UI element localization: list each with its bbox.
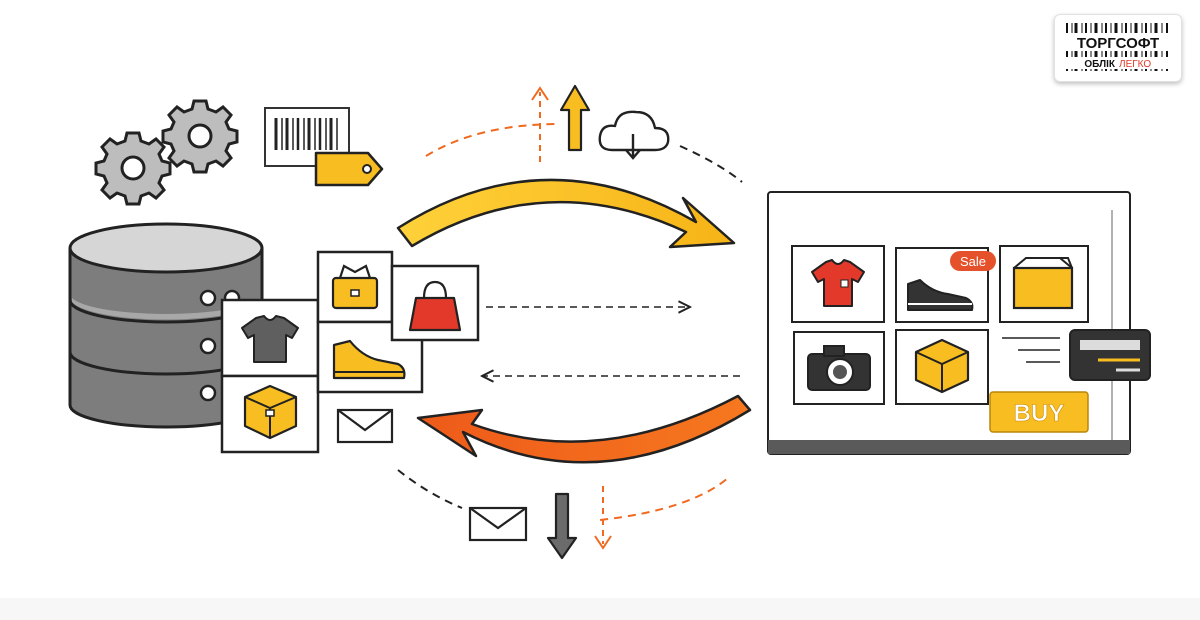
package-icon — [1012, 257, 1074, 310]
gift-box-icon — [331, 264, 379, 310]
sync-arrow-to-system — [416, 394, 752, 464]
tshirt-icon — [811, 259, 865, 307]
tshirt-icon — [241, 315, 299, 363]
price-tag-icon — [314, 151, 384, 187]
envelope-icon — [468, 506, 528, 542]
envelope-icon — [336, 408, 394, 444]
dashed-arc-top-dark — [679, 145, 743, 183]
product-tile-bag — [390, 264, 480, 342]
logo-brand-text: ТОРГСОФТ — [1077, 35, 1159, 52]
buy-button[interactable]: BUY — [989, 391, 1089, 433]
product-tile-tshirt — [220, 298, 320, 378]
product-tile-gift — [316, 250, 394, 324]
download-arrow — [546, 492, 578, 560]
barcode-icon — [264, 107, 350, 167]
buy-button-label: BUY — [1014, 400, 1065, 427]
store-tile-box[interactable] — [999, 245, 1089, 323]
sale-badge-label: Sale — [960, 254, 986, 269]
package-icon — [243, 384, 298, 440]
logo-tagline-left: ОБЛІК — [1084, 59, 1116, 70]
store-tile-tshirt[interactable] — [791, 245, 885, 323]
sneaker-icon — [332, 339, 406, 380]
sale-badge: Sale — [950, 251, 996, 271]
checkout-lines — [1002, 337, 1060, 363]
dashed-up-arrow — [531, 86, 549, 162]
sneaker-icon — [907, 279, 974, 311]
dashed-down-arrow — [594, 486, 612, 550]
dashed-arc-bottom-dark — [397, 469, 463, 509]
upload-arrow — [559, 84, 591, 152]
product-tile-package — [220, 374, 320, 454]
credit-card-icon — [1069, 329, 1151, 381]
gear-icon — [94, 131, 172, 206]
footer-strip — [0, 598, 1200, 620]
sync-arrow-to-store — [396, 178, 736, 249]
dashed-arc-bottom-orange — [599, 477, 729, 521]
cloud-download-icon — [598, 110, 670, 160]
store-tile-package[interactable] — [895, 329, 989, 405]
logo-tagline-right: ЛЕГКО — [1119, 59, 1151, 70]
database-icon — [68, 222, 264, 429]
gear-icon — [161, 99, 239, 174]
package-icon — [914, 338, 970, 394]
brand-logo: ТОРГСОФТ ОБЛІК ЛЕГКО — [1054, 14, 1182, 82]
camera-icon — [807, 345, 871, 391]
shopping-bag-icon — [408, 280, 462, 332]
logo-graphic: ТОРГСОФТ ОБЛІК ЛЕГКО — [1063, 23, 1173, 71]
store-tile-camera[interactable] — [793, 331, 885, 405]
